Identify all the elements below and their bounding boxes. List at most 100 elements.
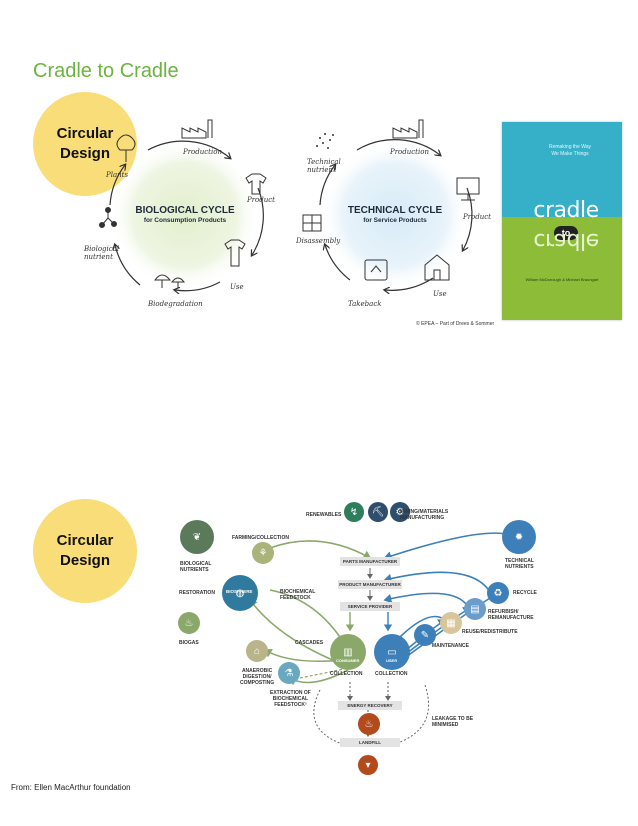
energy-icon: ↯ — [344, 502, 364, 522]
tree-icon — [116, 134, 136, 162]
bio-cycle-subtitle: for Consumption Products — [143, 217, 227, 224]
mining-icon: ⛏ — [368, 502, 388, 522]
recycle-label: RECYCLE — [513, 590, 537, 596]
bio-biodegradation-label: Biodegradation — [148, 300, 203, 308]
parts-icon — [302, 214, 322, 232]
wrench-icon: ✎ — [414, 624, 436, 646]
tech-nutrient-line-2: nutrient — [307, 166, 336, 174]
tech-product-label: Product — [463, 213, 491, 221]
extraction-line-1: EXTRACTION OF — [270, 690, 311, 696]
digestion-icon: ⌂ — [246, 640, 268, 662]
bio-nutrient-line-1: Biological — [84, 245, 120, 253]
tractor-icon: ⚙ — [390, 502, 410, 522]
particles-icon — [316, 133, 334, 149]
bio-nutrients-line-1: BIOLOGICAL — [180, 561, 212, 567]
book-word-bottom: cradle — [533, 228, 599, 253]
tech-cycle-title: TECHNICAL CYCLE — [347, 205, 443, 216]
biochemical-line-2: FEEDSTOCK — [280, 595, 311, 601]
book-tagline-1: Remaking the Way — [548, 144, 592, 150]
reuse-label: REUSE/REDISTRIBUTE — [462, 629, 518, 635]
house-icon — [424, 254, 450, 281]
globe-icon: ◍ — [222, 575, 258, 611]
energy-recovery-box: ENERGY RECOVERY — [338, 701, 402, 710]
collection-right-label: COLLECTION — [375, 671, 408, 677]
bio-cycle-title: BIOLOGICAL CYCLE — [135, 205, 235, 216]
shirt-icon — [245, 173, 267, 195]
book-word-top: cradle — [533, 198, 599, 223]
mushroom-icon — [154, 274, 186, 288]
maintenance-label: MAINTENANCE — [432, 643, 469, 649]
renewables-label: RENEWABLES — [306, 512, 342, 518]
bio-nutrients-line-2: NUTRIENTS — [180, 567, 209, 573]
refurbish-line-2: REMANUFACTURE — [488, 615, 534, 621]
mining-line-2: MANUFACTURING — [400, 515, 445, 521]
anaerobic-line-1: ANAEROBIC — [241, 668, 273, 674]
bio-nutrient-line-2: nutrient — [84, 253, 113, 261]
product-manufacturer-box: PRODUCT MANUFACTURER — [338, 580, 402, 589]
tech-takeback-label: Takeback — [348, 300, 382, 308]
extraction-line-3: FEEDSTOCK² — [274, 702, 307, 708]
factory-small-icon: ▤ — [464, 598, 486, 620]
user-label: USER — [386, 658, 398, 663]
parts-manufacturer-box: PARTS MANUFACTURER — [340, 557, 400, 566]
extraction-line-2: BIOCHEMICAL — [272, 696, 309, 702]
anaerobic-line-3: COMPOSTING — [240, 680, 275, 686]
leakage-line-1: LEAKAGE TO BE — [432, 716, 474, 722]
restoration-label: RESTORATION — [179, 590, 215, 596]
tech-use-label: Use — [433, 290, 447, 298]
worn-shirt-icon — [224, 239, 246, 267]
tech-cycle-subtitle: for Service Products — [363, 217, 427, 224]
cascades-label: CASCADES — [295, 640, 324, 646]
factory-icon — [181, 119, 213, 139]
leakage-line-2: MINIMISED — [432, 722, 459, 728]
wheat-icon: ⚘ — [252, 542, 274, 564]
badge-line-1: Circular — [56, 125, 114, 142]
technical-cycle-diagram — [302, 119, 480, 320]
leaf-icon: ❦ — [180, 520, 214, 554]
epea-credit: © EPEA – Part of Drees & Sommer — [416, 321, 495, 327]
consumer-label: CONSUMER — [336, 658, 360, 663]
mining-line-1: MINING/MATERIALS — [400, 509, 449, 515]
bio-plants-label: Plants — [106, 171, 129, 179]
tech-disassembly-label: Disassembly — [296, 237, 341, 245]
page-title: Cradle to Cradle — [33, 60, 179, 82]
book-word-to: to — [554, 226, 578, 240]
molecule-icon — [99, 207, 117, 228]
collection-left-label: COLLECTION — [330, 671, 363, 677]
service-provider-box: SERVICE PROVIDER — [340, 602, 400, 611]
biochemical-line-1: BIOCHEMICAL — [280, 589, 316, 595]
badge-line-2: Design — [59, 145, 110, 162]
biogas-label: BIOGAS — [179, 640, 199, 646]
consumer-icon: ▥ — [330, 634, 366, 670]
biological-cycle-diagram — [99, 119, 267, 320]
anaerobic-line-2: DIGESTION/ — [242, 674, 272, 680]
monitor-icon — [456, 177, 480, 201]
factory-icon — [392, 119, 424, 139]
tech-production-label: Production — [390, 148, 429, 156]
recycle-bin-icon — [364, 259, 388, 281]
boxes-icon: ▦ — [440, 612, 462, 634]
user-icon: ▭ — [374, 634, 410, 670]
landfill-box: LANDFILL — [340, 738, 400, 747]
book-authors: William McDonough & Michael Braungart — [525, 277, 599, 282]
tech-nutrients-line-2: NUTRIENTS — [505, 564, 534, 570]
fire-icon: ♨ — [358, 713, 380, 735]
badge-line-2: Design — [59, 552, 110, 569]
badge-line-1: Circular — [56, 532, 114, 549]
gear-icon: ✹ — [502, 520, 536, 554]
biosphere-label: BIOSPHERE — [226, 589, 253, 594]
tech-nutrient-line-1: Technical — [307, 158, 341, 166]
refurbish-line-1: REFURBISH/ — [488, 609, 519, 615]
